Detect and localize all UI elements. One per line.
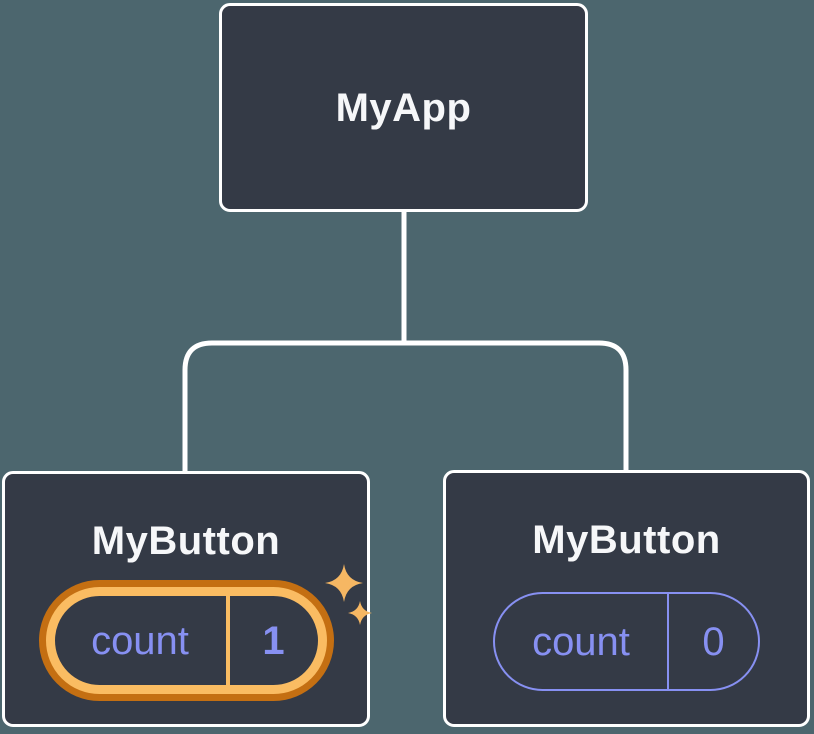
state-label: count — [532, 619, 630, 664]
component-node-child-left: MyButton count 1 — [2, 471, 372, 727]
node-title: MyButton — [91, 519, 281, 563]
sparkle-icon — [325, 564, 372, 625]
children-bracket-path — [182, 340, 629, 473]
state-value: 1 — [262, 618, 285, 663]
state-label: count — [91, 618, 189, 663]
sparkle-large-icon — [325, 564, 363, 602]
pill-divider — [667, 594, 669, 689]
component-node-root: MyApp — [219, 3, 588, 212]
node-title: MyButton — [532, 518, 721, 562]
node-title: MyApp — [335, 85, 472, 130]
component-node-child-right: MyButton count 0 — [443, 470, 810, 727]
state-pill: count 0 — [493, 592, 760, 691]
state-value: 0 — [702, 619, 725, 664]
pill-divider — [225, 596, 230, 685]
state-pill-highlighted: count 1 — [45, 587, 327, 694]
sparkle-small-icon — [348, 601, 372, 625]
